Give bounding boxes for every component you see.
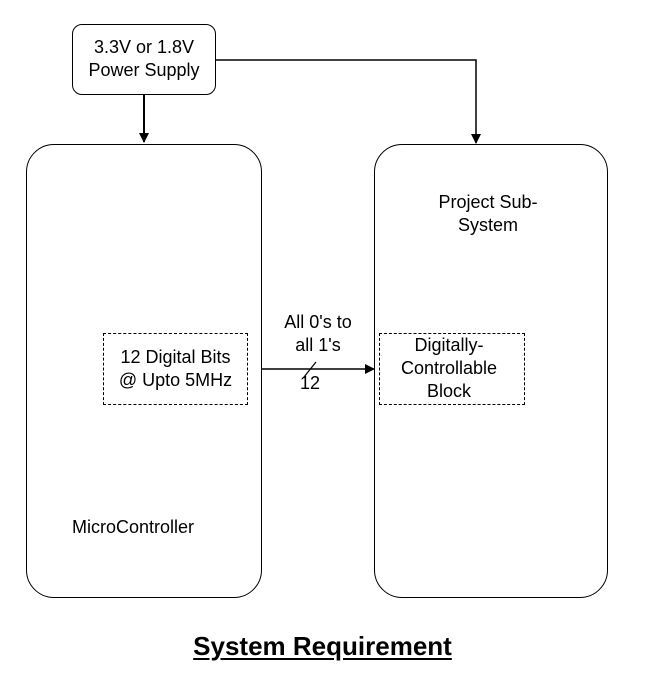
controllable-block-line-2: Controllable (400, 358, 498, 378)
digital-bits-block (103, 333, 248, 405)
microcontroller-label: MicroController (72, 517, 195, 537)
project-subsystem-line-1: Project Sub- (438, 192, 538, 212)
power-to-subsystem-arrow (216, 59, 481, 144)
digital-bits-label: 12 Digital Bits @ Upto 5MHz (103, 346, 248, 392)
bus-range-label: All 0's to all 1's (262, 311, 374, 357)
project-subsystem-line-2: System (457, 215, 518, 235)
digital-bits-line-1: 12 Digital Bits (120, 347, 231, 367)
controllable-block-line-3: Block (426, 381, 471, 401)
bus-range-line-2: all 1's (295, 335, 341, 355)
power-supply-line-1: 3.3V or 1.8V (93, 37, 195, 57)
power-supply-box (72, 24, 216, 95)
bus-width-slash (303, 361, 317, 378)
power-supply-line-2: Power Supply (88, 60, 200, 80)
bus-width-label: 12 (299, 373, 321, 393)
diagram-title: System Requirement (193, 631, 452, 661)
controllable-block-line-1: Digitally- (414, 335, 484, 355)
power-supply-label: 3.3V or 1.8V Power Supply (72, 36, 216, 82)
project-subsystem-label: Project Sub- System (374, 191, 602, 237)
controllable-block-label: Digitally- Controllable Block (376, 334, 522, 403)
controllable-block (379, 333, 525, 405)
bus-range-line-1: All 0's to (284, 312, 352, 332)
digital-bits-line-2: @ Upto 5MHz (118, 370, 233, 390)
